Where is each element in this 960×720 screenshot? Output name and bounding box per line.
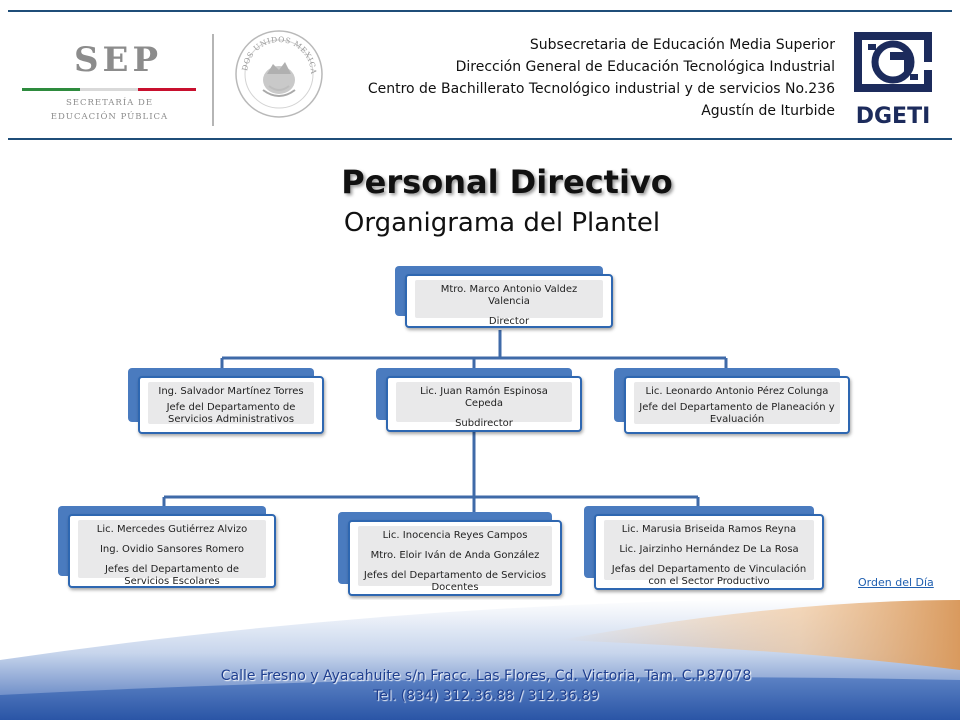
org-node-planeacion: Lic. Leonardo Antonio Pérez Colunga Jefe… [614, 368, 850, 434]
sep-flag-green-line [22, 88, 80, 91]
mexico-seal-icon: ESTADOS UNIDOS MEXICANOS [233, 28, 323, 118]
sep-line1: SECRETARÍA DE [65, 98, 154, 108]
admin-name: Ing. Salvador Martínez Torres [158, 386, 304, 397]
subdirector-name: Lic. Juan Ramón Espinosa Cepeda [420, 386, 548, 409]
escolares-name-2: Ing. Ovidio Sansores Romero [99, 544, 245, 555]
org-node-escolares: Lic. Mercedes Gutiérrez Alvizo Ing. Ovid… [58, 506, 276, 588]
admin-role: Jefe del Departamento de Servicios Admin… [166, 402, 296, 425]
escolares-name-1: Lic. Mercedes Gutiérrez Alvizo [96, 524, 248, 535]
page-footer: Calle Fresno y Ayacahuite s/n Fracc. Las… [0, 600, 960, 720]
planeacion-name: Lic. Leonardo Antonio Pérez Colunga [645, 386, 829, 397]
escolares-role: Jefes del Departamento de Servicios Esco… [104, 564, 240, 587]
director-role: Director [488, 316, 530, 327]
sep-flag-red-line [138, 88, 196, 91]
footer-phone: Tel. (834) 312.36.88 / 312.36.89 [373, 688, 599, 704]
page-header: SEP SECRETARÍA DE EDUCACIÓN PÚBLICA ESTA… [0, 0, 960, 148]
footer-wave-background [0, 600, 960, 720]
institution-block: Subsecretaria de Educación Media Superio… [368, 34, 835, 122]
dgeti-gear-icon [854, 32, 932, 92]
org-node-director: Mtro. Marco Antonio Valdez Valencia Dire… [395, 266, 613, 328]
vinculacion-name-2: Lic. Jairzinho Hernández De La Rosa [619, 544, 799, 555]
docentes-name-1: Lic. Inocencia Reyes Campos [382, 530, 528, 541]
planeacion-role: Jefe del Departamento de Planeación y Ev… [639, 402, 835, 425]
page-title: Personal Directivo [341, 163, 673, 201]
vinculacion-role: Jefas del Departamento de Vinculación co… [611, 564, 807, 587]
org-node-docentes: Lic. Inocencia Reyes Campos Mtro. Eloir … [338, 512, 562, 596]
header-bottom-divider [8, 138, 952, 140]
org-node-admin: Ing. Salvador Martínez Torres Jefe del D… [128, 368, 324, 434]
institution-line-3: Centro de Bachillerato Tecnológico indus… [367, 81, 835, 97]
header-top-divider [8, 10, 952, 12]
dgeti-wordmark: DGETI [856, 104, 931, 129]
institution-line-1: Subsecretaria de Educación Media Superio… [529, 37, 835, 53]
institution-line-2: Dirección General de Educación Tecnológi… [455, 59, 835, 75]
header-vertical-divider [212, 34, 214, 126]
sep-wordmark: SEP [74, 40, 163, 80]
org-node-vinculacion: Lic. Marusia Briseida Ramos Reyna Lic. J… [584, 506, 824, 590]
docentes-name-2: Mtro. Eloir Iván de Anda González [370, 550, 540, 561]
sep-flag-white-line [80, 88, 138, 91]
vinculacion-name-1: Lic. Marusia Briseida Ramos Reyna [621, 524, 797, 535]
subdirector-role: Subdirector [455, 418, 513, 429]
docentes-role: Jefes del Departamento de Servicios Doce… [363, 570, 547, 593]
page-subtitle: Organigrama del Plantel [343, 208, 661, 238]
footer-address: Calle Fresno y Ayacahuite s/n Fracc. Las… [220, 668, 752, 684]
org-node-subdirector: Lic. Juan Ramón Espinosa Cepeda Subdirec… [376, 368, 582, 432]
dgeti-logo: DGETI [854, 32, 932, 129]
director-name: Mtro. Marco Antonio Valdez Valencia [440, 284, 578, 307]
sep-logo: SEP SECRETARÍA DE EDUCACIÓN PÚBLICA [22, 40, 197, 130]
orden-del-dia-link[interactable]: Orden del Día [858, 576, 934, 589]
sep-line2: EDUCACIÓN PÚBLICA [50, 112, 169, 122]
institution-line-4: Agustín de Iturbide [701, 103, 835, 119]
